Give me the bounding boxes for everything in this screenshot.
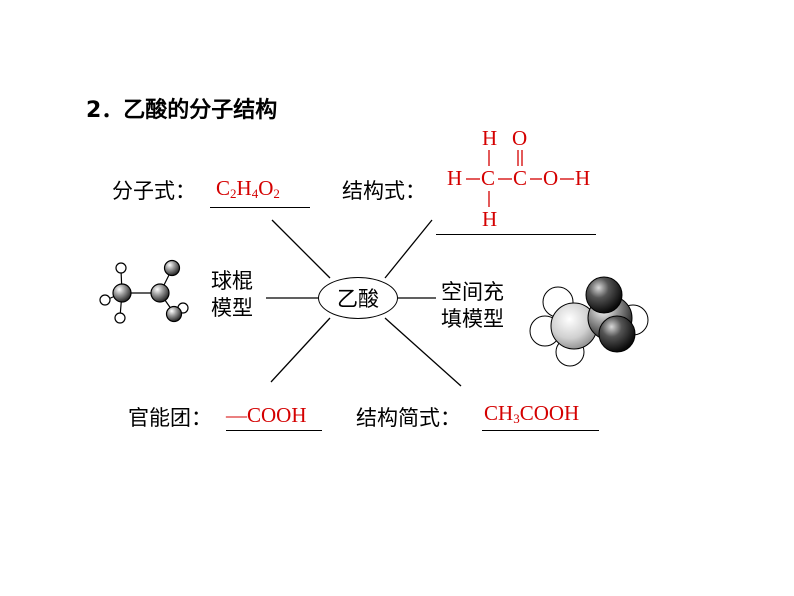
condensed-formula-label: 结构简式： bbox=[356, 406, 461, 430]
spoke-top-left bbox=[271, 219, 331, 279]
functional-group-underline bbox=[226, 430, 322, 431]
functional-group-label: 官能团： bbox=[128, 406, 212, 430]
section-heading: 2．乙酸的分子结构 bbox=[86, 98, 278, 123]
structural-formula-underline bbox=[436, 234, 596, 235]
condensed-formula-value: CH3COOH bbox=[484, 401, 580, 426]
center-node: 乙酸 bbox=[318, 277, 398, 319]
space-filling-label: 空间充 填模型 bbox=[441, 280, 504, 331]
condensed-formula-underline bbox=[482, 430, 599, 431]
molecular-formula-underline bbox=[210, 207, 310, 208]
spoke-bottom-left bbox=[270, 317, 331, 383]
spoke-bottom-right bbox=[384, 317, 462, 387]
structural-formula-label: 结构式： bbox=[342, 179, 426, 203]
ball-stick-model bbox=[99, 259, 189, 324]
molecular-formula-label: 分子式： bbox=[112, 179, 196, 203]
ball-stick-label: 球棍 模型 bbox=[211, 269, 253, 320]
functional-group-value: —COOH bbox=[226, 403, 307, 427]
molecular-formula-value: C2H4O2 bbox=[216, 176, 280, 201]
spoke-top-right bbox=[384, 219, 433, 279]
space-filling-model bbox=[529, 276, 649, 367]
